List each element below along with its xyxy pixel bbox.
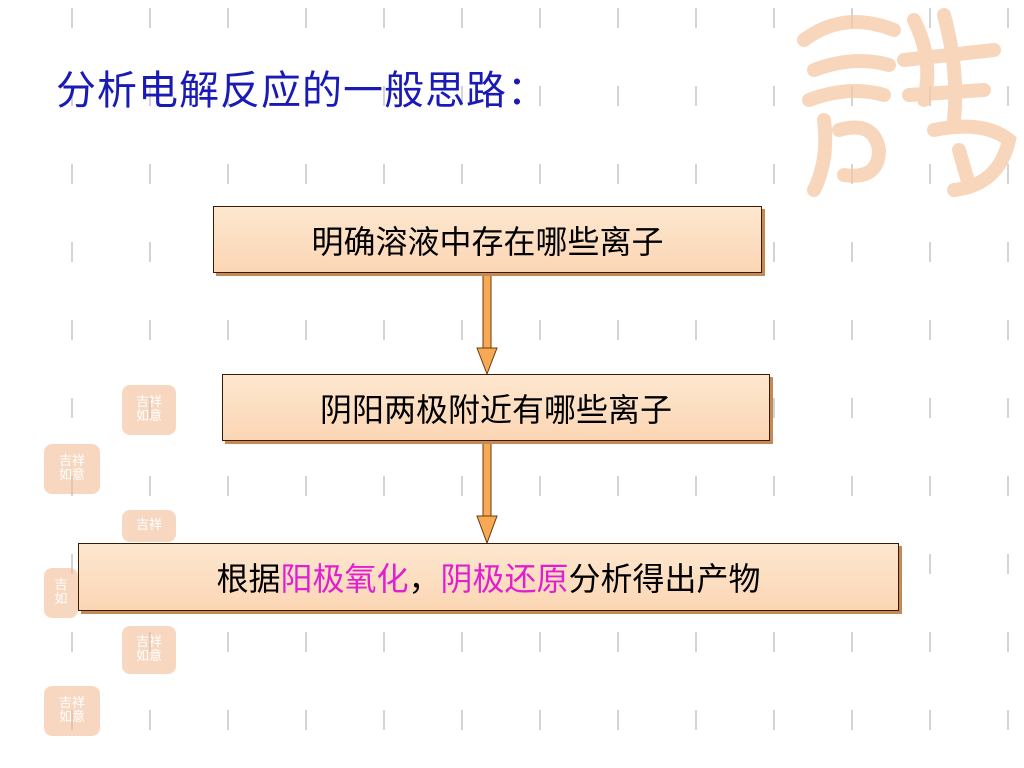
seal-icon: 吉祥如意 — [44, 444, 100, 494]
flow-step-label: 阴阳两极附近有哪些离子 — [319, 390, 672, 429]
flow-step-comma: ， — [408, 560, 441, 598]
flow-step-electrode-ions: 阴阳两极附近有哪些离子 — [222, 374, 770, 441]
flow-step-label: 明确溶液中存在哪些离子 — [311, 222, 664, 261]
flow-step-text-prefix: 根据 — [216, 560, 281, 598]
seal-icon: 吉祥如意 — [122, 385, 176, 435]
anode-oxidation-highlight: 阳极氧化 — [280, 560, 409, 598]
seal-icon: 吉如 — [44, 568, 78, 618]
auspicious-calligraphy-icon — [797, 8, 1017, 197]
seal-icon: 吉祥如意 — [122, 626, 176, 674]
flow-step-text-suffix: 分析得出产物 — [568, 560, 761, 598]
flow-step-determine-products: 根据阳极氧化，阴极还原分析得出产物 — [78, 543, 899, 611]
seal-icon: 吉祥 — [122, 510, 176, 542]
flow-step-identify-ions: 明确溶液中存在哪些离子 — [213, 206, 762, 273]
slide-title: 分析电解反应的一般思路： — [56, 68, 548, 114]
cathode-reduction-highlight: 阴极还原 — [440, 560, 569, 598]
seal-icon: 吉祥如意 — [44, 686, 100, 736]
